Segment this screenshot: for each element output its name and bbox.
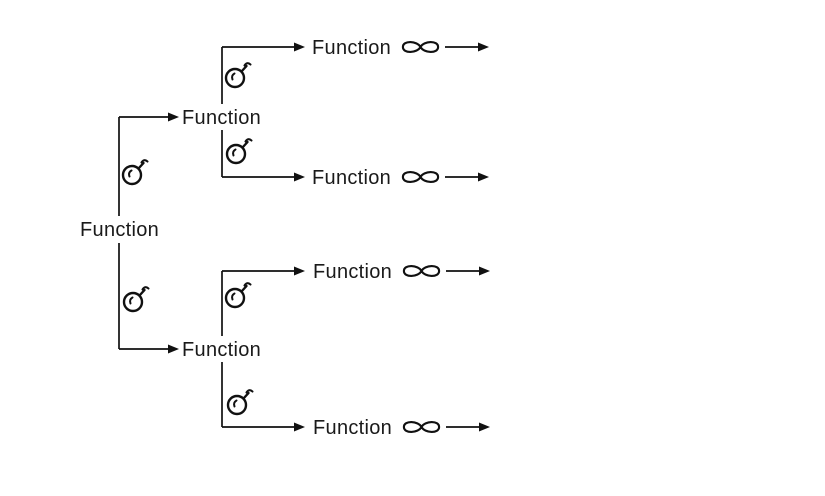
timer-icon bbox=[122, 286, 150, 313]
node-label-leaf-top-2: Function bbox=[312, 167, 391, 189]
infinity-icon bbox=[402, 420, 441, 434]
node-label-leaf-top-1: Function bbox=[312, 37, 391, 59]
arrow-right-icon bbox=[168, 344, 179, 354]
node-label-leaf-bottom-2: Function bbox=[313, 417, 392, 439]
arrow-right-icon bbox=[478, 172, 489, 182]
node-label-branch-bottom: Function bbox=[182, 339, 261, 361]
timer-icon bbox=[226, 389, 254, 416]
arrow-right-icon bbox=[479, 266, 490, 276]
arrow-right-icon bbox=[478, 42, 489, 52]
node-label-leaf-bottom-1: Function bbox=[313, 261, 392, 283]
infinity-icon bbox=[401, 40, 440, 54]
arrow-right-icon bbox=[479, 422, 490, 432]
arrow-right-icon bbox=[168, 112, 179, 122]
arrow-right-icon bbox=[294, 266, 305, 276]
timer-icon bbox=[224, 62, 252, 89]
timer-icon bbox=[121, 159, 149, 186]
timer-icon bbox=[225, 138, 253, 165]
timer-icon bbox=[224, 282, 252, 309]
infinity-icon bbox=[401, 170, 440, 184]
arrow-right-icon bbox=[294, 172, 305, 182]
node-label-root: Function bbox=[80, 219, 159, 241]
arrow-right-icon bbox=[294, 42, 305, 52]
arrow-right-icon bbox=[294, 422, 305, 432]
node-label-branch-top: Function bbox=[182, 107, 261, 129]
infinity-icon bbox=[402, 264, 441, 278]
